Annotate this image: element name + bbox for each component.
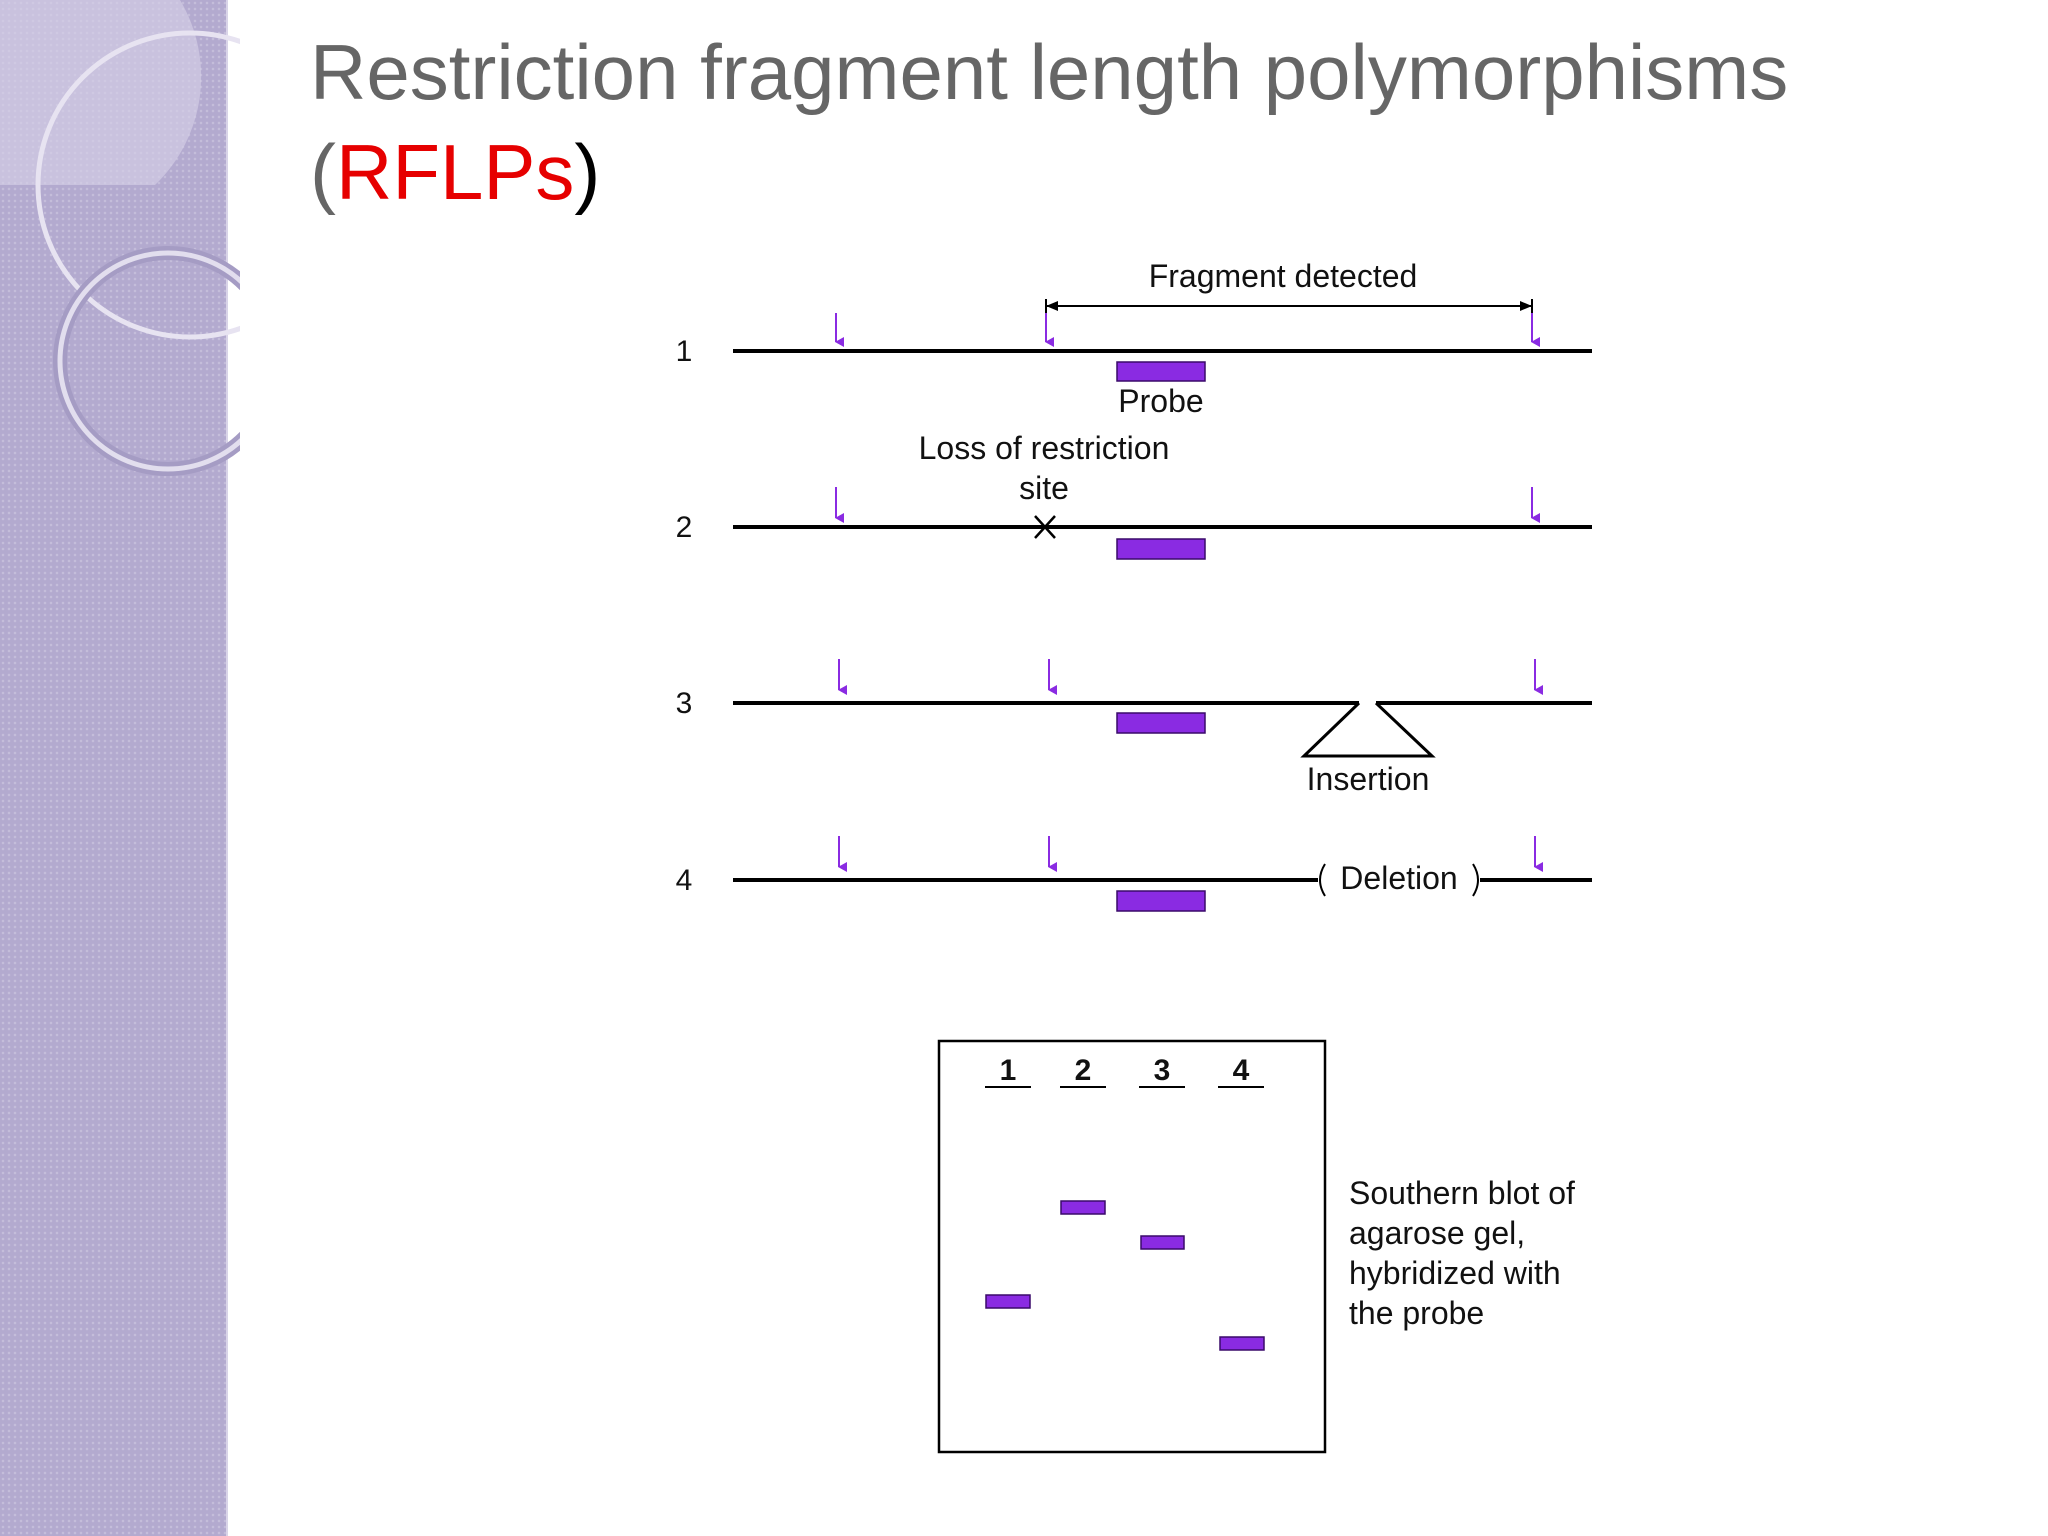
blot-band-lane-1 <box>985 1294 1031 1309</box>
decorative-quarter-shape <box>0 0 202 185</box>
decorative-ring-small <box>57 250 240 472</box>
decorative-rings <box>0 0 240 476</box>
lane-label-3: 3 <box>1154 1054 1171 1087</box>
row-number-1: 1 <box>676 335 693 368</box>
blot-band-lane-3 <box>1140 1235 1185 1250</box>
fragment-bracket <box>1045 299 1533 313</box>
fragment-detected-label: Fragment detected <box>1149 258 1418 294</box>
row-number-4: 4 <box>676 864 693 897</box>
blot-band-lane-4 <box>1219 1336 1265 1351</box>
title-close-paren: ) <box>574 128 601 216</box>
title-open-paren: ( <box>310 128 336 216</box>
deletion-bracket-right <box>1472 863 1479 897</box>
blot-caption-line: agarose gel, <box>1349 1215 1525 1251</box>
blot-band-lane-2 <box>1060 1200 1106 1215</box>
deletion-bracket-left <box>1319 863 1326 897</box>
blot-caption: Southern blot of agarose gel, hybridized… <box>1349 1175 1575 1331</box>
row-number-2: 2 <box>676 511 693 544</box>
probe-bar-2 <box>1116 538 1206 560</box>
lane-label-4: 4 <box>1233 1054 1250 1087</box>
title-acronym: RFLPs <box>335 128 575 216</box>
blot-lane-headers: 1 2 3 4 <box>985 1054 1264 1088</box>
blot-caption-line: Southern blot of <box>1349 1175 1575 1211</box>
deletion-label: Deletion <box>1340 860 1457 896</box>
lost-site-x-mark <box>1034 515 1056 539</box>
probe-bar-1 <box>1116 361 1206 382</box>
loss-of-site-label-line1: Loss of restriction <box>919 430 1170 466</box>
probe-label: Probe <box>1118 383 1203 419</box>
blot-caption-line: the probe <box>1349 1295 1484 1331</box>
blot-caption-line: hybridized with <box>1349 1255 1561 1291</box>
title-line-1: Restriction fragment length polymorphism… <box>310 28 1789 116</box>
lane-label-2: 2 <box>1075 1054 1092 1087</box>
sidebar-divider <box>226 0 228 1536</box>
southern-blot-box <box>937 1039 1327 1454</box>
insertion-triangle <box>1300 701 1436 758</box>
probe-bar-3 <box>1116 712 1206 734</box>
probe-bar-4 <box>1116 890 1206 912</box>
loss-of-site-label-line2: site <box>1019 470 1069 506</box>
decorative-ring-large <box>35 30 240 340</box>
lane-label-1: 1 <box>1000 1054 1017 1087</box>
page-title: Restriction fragment length polymorphism… <box>310 22 2010 222</box>
row-number-3: 3 <box>676 687 693 720</box>
insertion-label: Insertion <box>1307 761 1430 797</box>
